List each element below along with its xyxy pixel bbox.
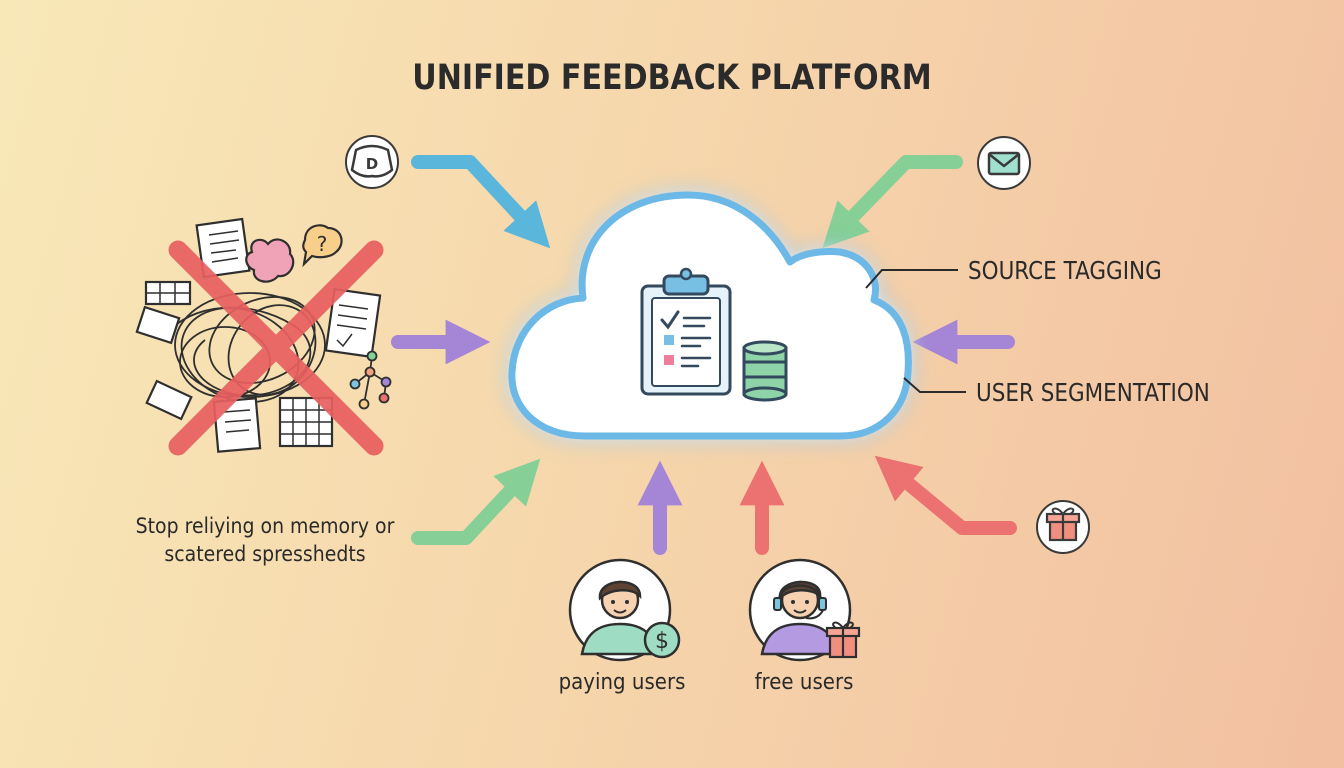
- dollar-badge-icon: $: [643, 621, 681, 659]
- discord-icon: D: [345, 135, 399, 189]
- arrow-gift: [874, 455, 1017, 535]
- cross-out-mark: [168, 240, 384, 456]
- clipboard-checklist-icon: [640, 267, 732, 396]
- arrow-discord: [411, 155, 551, 249]
- svg-text:$: $: [655, 629, 669, 654]
- scattered-notes-icon: ?: [135, 217, 392, 453]
- envelope-icon: [977, 136, 1031, 190]
- database-icon: [742, 340, 788, 402]
- stop-note-line1: Stop reliying on memory or: [135, 514, 395, 538]
- paying-users-label: paying users: [558, 670, 686, 695]
- svg-text:D: D: [366, 155, 378, 173]
- source-tagging-label: SOURCE TAGGING: [968, 256, 1162, 285]
- leader-lines: [865, 269, 966, 393]
- svg-text:?: ?: [317, 232, 328, 256]
- arrows: [391, 155, 1017, 555]
- gift-icon: [1036, 500, 1090, 554]
- stop-note-line2: scatered spresshedts: [164, 542, 366, 566]
- gift-badge-icon: [825, 621, 861, 659]
- arrow-email: [822, 155, 963, 249]
- free-users-label: free users: [754, 670, 854, 695]
- arrow-note: [411, 458, 541, 545]
- page-title: UNIFIED FEEDBACK PLATFORM: [412, 58, 932, 98]
- stop-note: Stop reliying on memory or scatered spre…: [135, 512, 396, 568]
- user-segmentation-label: USER SEGMENTATION: [976, 378, 1210, 407]
- avatar-free-user: [748, 558, 852, 662]
